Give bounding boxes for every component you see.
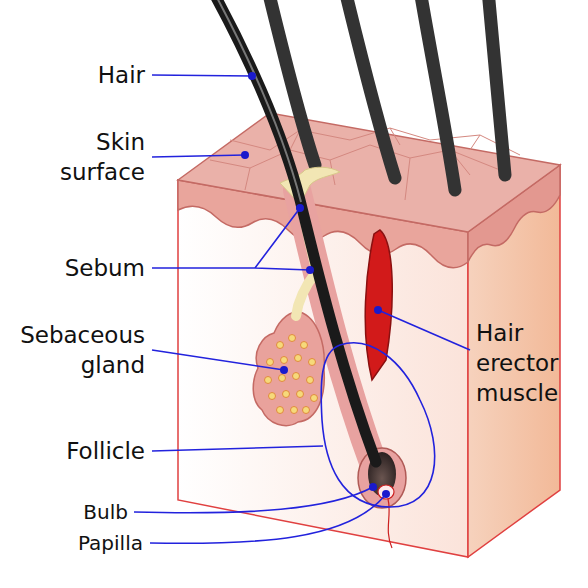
sebum-duct	[296, 272, 316, 316]
follicle-outline	[321, 343, 435, 507]
leader-lines	[134, 75, 470, 543]
part-label: Sebum	[5, 253, 145, 283]
main-hair	[212, 0, 376, 462]
part-label: Hair erector muscle	[476, 318, 582, 408]
part-label: Papilla	[13, 528, 143, 558]
skin-texture	[210, 128, 520, 200]
hair-shafts	[268, 0, 505, 190]
part-label: Hair	[5, 60, 145, 90]
gland-cells	[265, 335, 318, 414]
part-label: Skin surface	[20, 127, 145, 187]
sebaceous-gland-shape	[253, 312, 324, 426]
leader-dots	[241, 72, 390, 498]
part-label: Bulb	[8, 497, 128, 527]
dermis-front	[178, 180, 468, 557]
part-label: Sebaceous gland	[5, 320, 145, 380]
hair-shine	[214, 0, 301, 202]
part-label: Follicle	[5, 436, 145, 466]
papilla-shape	[378, 485, 394, 499]
